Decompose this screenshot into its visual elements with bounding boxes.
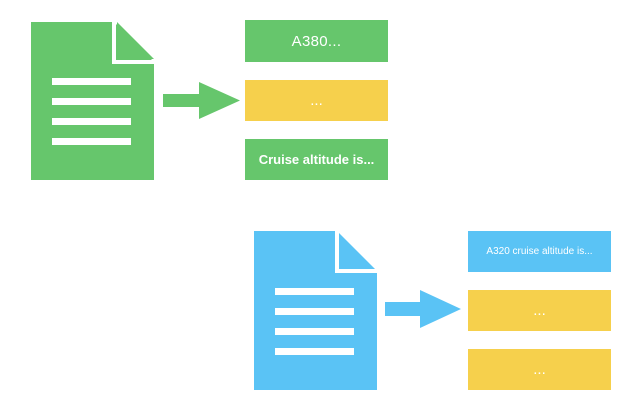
- chunk-ellipsis: ...: [468, 290, 611, 331]
- chunk-a380: A380...: [245, 20, 388, 62]
- chunk-cruise-altitude: Cruise altitude is...: [245, 139, 388, 180]
- arrow-right-icon: [163, 82, 240, 119]
- chunk-ellipsis: ...: [245, 80, 388, 121]
- document-icon: [254, 231, 377, 390]
- arrow-right-icon: [385, 290, 461, 328]
- chunk-a320-cruise-altitude: A320 cruise altitude is...: [468, 231, 611, 272]
- chunk-ellipsis: ...: [468, 349, 611, 390]
- document-icon: [31, 22, 154, 180]
